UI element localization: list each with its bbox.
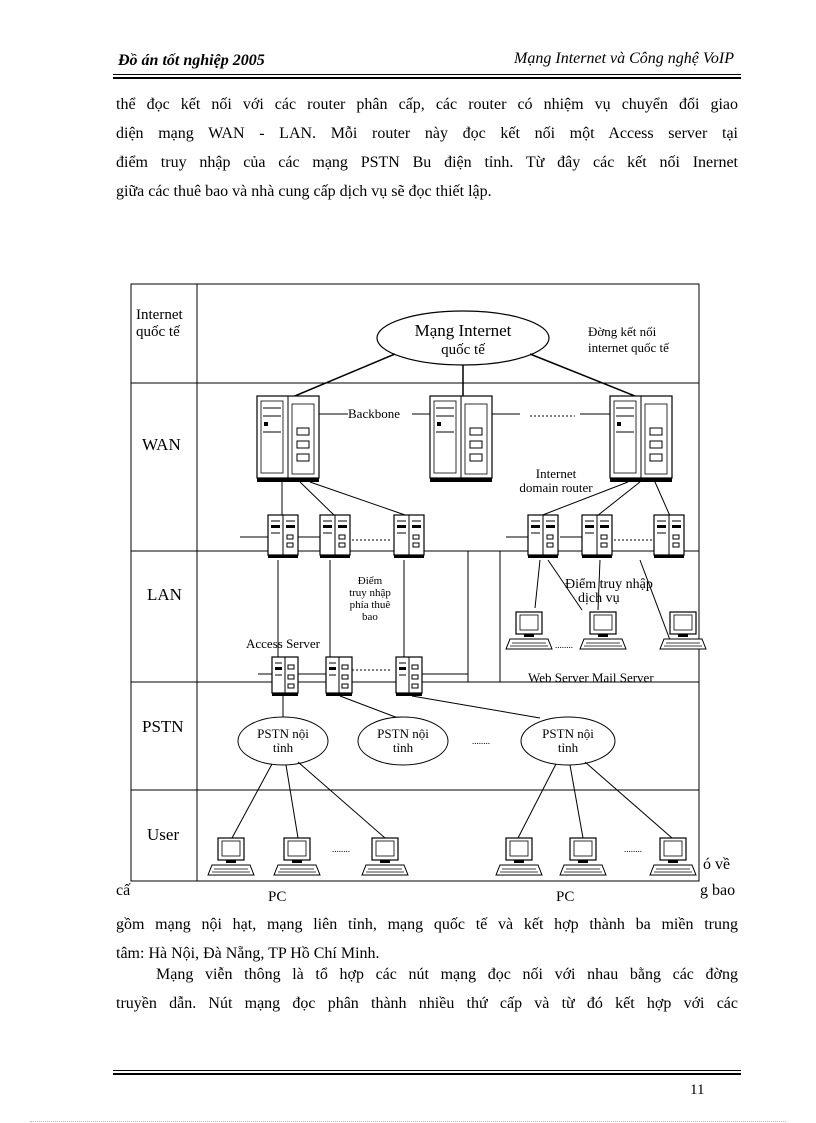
- pc-ellipsis-right: ........: [624, 844, 642, 854]
- footer-rule-thick: [113, 1073, 741, 1075]
- mail-server-pc: [579, 611, 627, 650]
- overlap-fragment-left: cấ: [116, 882, 131, 899]
- row-label-pstn: PSTN: [142, 717, 184, 736]
- row-label-wan: WAN: [142, 435, 181, 454]
- domain-router-label-2: domain router: [519, 480, 593, 495]
- text-line: Mạng viễn thông là tổ hợp các nút mạng đ…: [156, 966, 738, 983]
- user-pc-1: [207, 837, 255, 876]
- page-number: 11: [690, 1082, 705, 1098]
- pstn-ellipsis: ........: [472, 736, 490, 746]
- backbone-label: Backbone: [348, 406, 400, 421]
- footer-rule: [113, 1070, 741, 1071]
- router-3: [393, 514, 425, 559]
- paragraph-3: Mạng viễn thông là tổ hợp các nút mạng đ…: [116, 960, 738, 1018]
- pstn-label-1a: PSTN nội: [257, 726, 309, 741]
- overlap-fragment-right-top: ó về: [703, 856, 731, 873]
- row-label-internet-1: Internet: [136, 307, 183, 323]
- user-pc-2: [273, 837, 321, 876]
- user-pc-4: [495, 837, 543, 876]
- backbone-server-3: [609, 395, 673, 483]
- web-server-pc: [505, 611, 553, 650]
- router-2: [319, 514, 351, 559]
- pstn-label-3b: tỉnh: [558, 740, 579, 755]
- web-mail-server-label: Web Server Mail Server: [528, 670, 654, 685]
- router-5: [581, 514, 613, 559]
- subscriber-access-label-2: truy nhập: [349, 587, 391, 599]
- pc-label-right: PC: [556, 889, 574, 905]
- pstn-cloud-1: [237, 716, 329, 766]
- header-rule-thick: [113, 77, 741, 79]
- pstn-label-3a: PSTN nội: [542, 726, 594, 741]
- paragraph-2: gồm mạng nội hạt, mạng liên tỉnh, mạng q…: [116, 910, 738, 968]
- router-1: [267, 514, 299, 559]
- subscriber-access-label-4: bao: [362, 611, 378, 623]
- row-label-lan: LAN: [147, 585, 182, 604]
- router-6: [653, 514, 685, 559]
- pstn-cloud-3: [520, 716, 616, 766]
- backbone-server-1: [256, 395, 320, 483]
- text-line: điểm truy nhập của các mạng PSTN Bu điện…: [116, 154, 738, 171]
- internet-cloud-label-2: quốc tế: [441, 342, 485, 358]
- row-label-user: User: [147, 825, 179, 844]
- header-left-title: Đồ án tốt nghiệp 2005: [118, 52, 265, 69]
- pc-ellipsis-left: ........: [332, 844, 350, 854]
- pstn-label-2b: tỉnh: [393, 740, 414, 755]
- user-pc-5: [559, 837, 607, 876]
- figure-frame: [130, 283, 700, 882]
- intl-link-label-1: Đờng kết nối: [588, 324, 657, 339]
- overlap-fragment-right-bottom: g bao: [700, 882, 736, 899]
- text-line: truyền dẫn. Nút mạng đọc phân thành nhiề…: [116, 995, 738, 1012]
- text-line: giữa các thuê bao và nhà cung cấp dịch v…: [116, 183, 492, 200]
- pc-label-left: PC: [268, 889, 286, 905]
- service-access-label-2: dịch vụ: [578, 591, 620, 606]
- intl-link-label-2: internet quốc tế: [588, 340, 670, 355]
- router-4: [527, 514, 559, 559]
- domain-router-label-1: Internet: [536, 466, 577, 481]
- text-line: tâm: Hà Nội, Đà Nẵng, TP Hồ Chí Minh.: [116, 945, 380, 962]
- text-line: diện mạng WAN - LAN. Mỗi router này đọc …: [116, 125, 738, 142]
- page-edge-dots: [30, 1121, 786, 1122]
- subscriber-access-label-1: Điểm: [358, 575, 383, 587]
- header-right-title: Mạng Internet và Công nghệ VoIP: [514, 50, 734, 67]
- pstn-cloud-2: [357, 716, 449, 766]
- header-rule: [113, 74, 741, 75]
- backbone-server-2: [429, 395, 493, 483]
- pstn-label-1b: tỉnh: [273, 740, 294, 755]
- service-access-label-1: Điểm truy nhập: [565, 577, 653, 592]
- text-line: gồm mạng nội hạt, mạng liên tỉnh, mạng q…: [116, 916, 738, 933]
- user-pc-3: [361, 837, 409, 876]
- paragraph-1: thể đọc kết nối với các router phân cấp,…: [116, 90, 738, 206]
- access-server-3: [395, 656, 423, 697]
- access-server-label: Access Server: [246, 636, 321, 651]
- pstn-label-2a: PSTN nội: [377, 726, 429, 741]
- row-label-internet-2: quốc tế: [136, 324, 180, 340]
- user-pc-6: [649, 837, 697, 876]
- server-ellipsis: ........: [555, 640, 573, 650]
- subscriber-access-label-3: phía thuê: [350, 599, 391, 611]
- internet-cloud-label-1: Mạng Internet: [415, 321, 512, 340]
- access-server-1: [271, 656, 299, 697]
- text-line: thể đọc kết nối với các router phân cấp,…: [116, 96, 738, 113]
- access-server-2: [325, 656, 353, 697]
